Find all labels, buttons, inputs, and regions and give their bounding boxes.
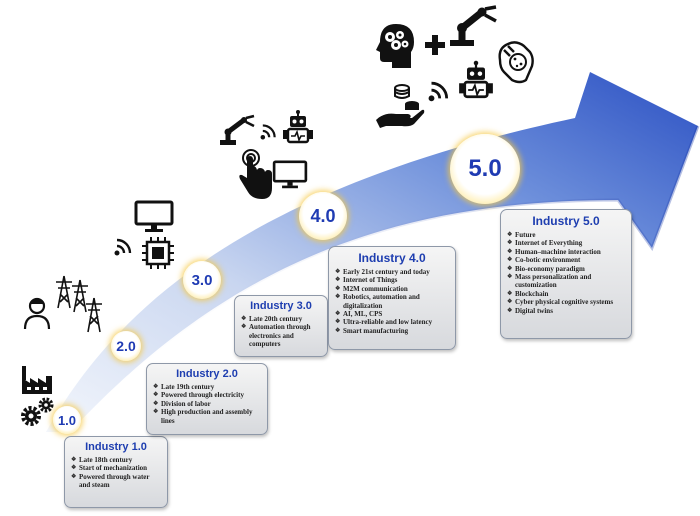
list-item: Start of mechanization [71, 464, 161, 473]
power-tower-icon [56, 275, 102, 333]
list-item: Early 21st century and today [335, 268, 449, 277]
chip-icon [142, 237, 174, 269]
stage-badge-4: 4.0 [299, 192, 347, 240]
stage-card-1: Industry 1.0 Late 18th century Start of … [64, 436, 168, 508]
stage-title-3: Industry 3.0 [250, 300, 312, 312]
list-item: Digital twins [507, 307, 625, 316]
coins-hand-icon [376, 84, 425, 128]
stage-items-5: Future Internet of Everything Human–mach… [507, 231, 625, 315]
list-item: Cyber physical cognitive systems [507, 298, 625, 307]
list-item: Late 20th century [241, 315, 321, 324]
stage-badge-5: 5.0 [450, 134, 520, 204]
touch-hand-icon [239, 149, 272, 199]
stage-title-1: Industry 1.0 [85, 441, 147, 453]
list-item: High production and assembly lines [153, 408, 261, 425]
list-item: Ultra-reliable and low latency [335, 318, 449, 327]
robot-arm-icon [220, 114, 255, 145]
list-item: AI, ML, CPS [335, 310, 449, 319]
list-item: Late 18th century [71, 456, 161, 465]
list-item: Human–machine interaction [507, 248, 625, 257]
list-item: Powered through electricity [153, 391, 261, 400]
gears-icon [21, 397, 54, 426]
stage-title-2: Industry 2.0 [176, 368, 238, 380]
stage-items-1: Late 18th century Start of mechanization… [71, 456, 161, 490]
stage-badge-1: 1.0 [53, 406, 81, 434]
stage-card-2: Industry 2.0 Late 19th century Powered t… [146, 363, 268, 435]
list-item: Division of labor [153, 400, 261, 409]
list-item: Internet of Everything [507, 239, 625, 248]
list-item: Co-botic environment [507, 256, 625, 265]
list-item: Blockchain [507, 290, 625, 299]
stage-items-2: Late 19th century Powered through electr… [153, 383, 261, 425]
brain-head-icon [376, 24, 414, 68]
list-item: Future [507, 231, 625, 240]
list-item: Smart manufacturing [335, 327, 449, 336]
factory-icon [22, 366, 52, 394]
robot-arm-icon [450, 5, 497, 46]
list-item: Mass personalization and customization [507, 273, 625, 290]
stage-items-3: Late 20th century Automation through ele… [241, 315, 321, 349]
stage-card-5: Industry 5.0 Future Internet of Everythi… [500, 209, 632, 339]
worker-icon [23, 297, 51, 330]
list-item: Internet of Things [335, 276, 449, 285]
list-item: Robotics, automation and digitalization [335, 293, 449, 310]
list-item: Powered through water and steam [71, 473, 161, 490]
robot-icon [283, 110, 313, 144]
hands-icon [498, 41, 534, 84]
stage-badge-2: 2.0 [111, 331, 141, 361]
stage-card-4: Industry 4.0 Early 21st century and toda… [328, 246, 456, 350]
monitor-icon [272, 160, 308, 189]
list-item: Automation through electronics and compu… [241, 323, 321, 348]
robot-icon [459, 60, 493, 99]
list-item: Late 19th century [153, 383, 261, 392]
wifi-icon [428, 81, 449, 102]
stage-items-4: Early 21st century and today Internet of… [335, 268, 449, 336]
wifi-icon [114, 238, 132, 256]
stage-card-3: Industry 3.0 Late 20th century Automatio… [234, 295, 328, 357]
monitor-icon [134, 200, 174, 232]
stage-title-5: Industry 5.0 [532, 214, 600, 228]
stage-title-4: Industry 4.0 [358, 251, 426, 265]
stage-badge-3: 3.0 [183, 261, 221, 299]
list-item: M2M communication [335, 285, 449, 294]
wifi-icon [260, 124, 276, 140]
list-item: Bio-economy paradigm [507, 265, 625, 274]
plus-icon [425, 35, 445, 55]
